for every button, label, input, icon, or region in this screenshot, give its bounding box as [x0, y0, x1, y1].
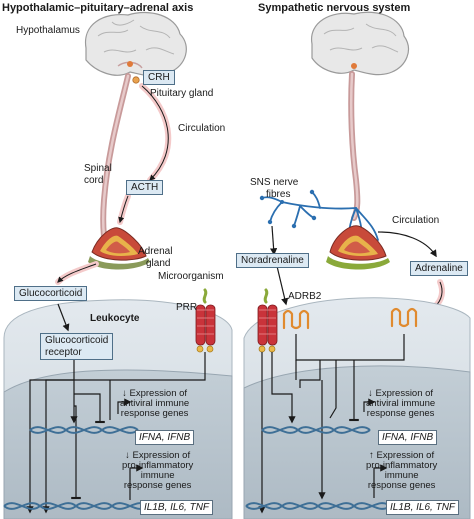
right-antiviral-expression: ↓ Expression of antiviral immune respons… — [366, 389, 435, 419]
right-adrb2-receptor-1 — [282, 309, 310, 330]
right-signal-arrows — [258, 261, 405, 514]
glucocorticoid-box: Glucocorticoid — [14, 286, 88, 301]
adrenal-gland-label-1: Adrenal — [138, 246, 173, 257]
adrenal-gland-label-2: gland — [146, 258, 171, 269]
right-inflammatory-expression: ↑ Expression of pro-inflammatory immune … — [366, 451, 437, 491]
right-dna-antiviral — [261, 426, 371, 434]
sns-fibres-label-1: SNS nerve — [250, 177, 299, 188]
right-adrenal-gland — [326, 225, 390, 270]
spinal-cord-label-1: Spinal — [84, 163, 112, 174]
right-antiviral-line-2: antiviral immune — [366, 397, 436, 409]
left-brain — [84, 11, 187, 77]
left-inflammatory-line-2: pro-inflammatory — [122, 459, 194, 471]
right-microorganism — [263, 288, 269, 304]
left-prr-receptor — [195, 304, 216, 353]
glucocorticoid-receptor-line-2: receptor — [45, 346, 82, 358]
right-inflammatory-line-1: ↑ Expression of — [369, 450, 435, 461]
left-cortisol-arrow — [55, 261, 99, 285]
left-adrenal-gland — [88, 227, 150, 270]
right-circulation-arrow — [377, 231, 437, 258]
right-nucleus — [243, 365, 471, 519]
microorganism-label: Microorganism — [158, 271, 224, 282]
left-inflammatory-line-3: immune — [140, 469, 175, 481]
adrb2-label: ADRB2 — [288, 291, 322, 302]
left-nucleus — [3, 369, 233, 519]
right-inflammatory-line-2: pro-inflammatory — [366, 459, 438, 471]
sns-fibres-label-2: fibres — [266, 189, 291, 200]
right-antiviral-line-1: ↓ Expression of — [368, 388, 434, 399]
left-pituitary-gland — [132, 76, 140, 84]
adrenaline-box: Adrenaline — [410, 261, 468, 276]
left-microorganism — [202, 288, 208, 304]
left-panel-title: Hypothalamic–pituitary–adrenal axis — [2, 2, 194, 14]
crh-box: CRH — [143, 70, 175, 85]
right-noradrenaline-arrow — [269, 225, 278, 256]
right-prr-receptor — [257, 304, 278, 353]
glucocorticoid-receptor-line-1: Glucocorticoid — [45, 335, 109, 346]
right-brain — [311, 11, 409, 76]
left-dna-antiviral — [29, 426, 139, 434]
left-signal-arrows — [26, 303, 206, 514]
acth-box: ACTH — [126, 180, 164, 195]
right-antiviral-genes-box: IFNA, IFNB — [378, 430, 438, 445]
right-inflammatory-line-3: immune — [384, 469, 419, 481]
left-inflammatory-genes-box: IL1B, IL6, TNF — [140, 500, 214, 515]
left-antiviral-line-2: antiviral immune — [120, 397, 190, 409]
left-dna-inflammatory — [3, 502, 149, 510]
right-nerve-terminals — [259, 189, 317, 229]
left-antiviral-genes-box: IFNA, IFNB — [135, 430, 195, 445]
right-inflammatory-genes-box: IL1B, IL6, TNF — [386, 500, 460, 515]
glucocorticoid-receptor-box: Glucocorticoid receptor — [40, 333, 114, 360]
leukocyte-label: Leukocyte — [90, 313, 140, 324]
left-antiviral-line-1: ↓ Expression of — [122, 388, 188, 399]
right-adrb2-receptor-2 — [390, 307, 418, 328]
right-panel-title: Sympathetic nervous system — [258, 2, 411, 14]
right-antiviral-line-3: response genes — [366, 407, 435, 419]
spinal-cord-label-2: cord — [84, 175, 104, 186]
hypothalamus-label: Hypothalamus — [16, 25, 80, 36]
right-inflammatory-line-4: response genes — [367, 479, 436, 491]
right-circulation-label: Circulation — [392, 215, 440, 226]
left-inflammatory-line-1: ↓ Expression of — [125, 450, 191, 461]
prr-label: PRR — [176, 302, 198, 313]
noradrenaline-box: Noradrenaline — [236, 253, 309, 268]
left-antiviral-line-3: response genes — [120, 407, 189, 419]
left-inflammatory-expression: ↓ Expression of pro-inflammatory immune … — [122, 451, 193, 491]
left-circulation-label: Circulation — [178, 123, 226, 134]
left-antiviral-expression: ↓ Expression of antiviral immune respons… — [120, 389, 189, 419]
pituitary-gland-label: Pituitary gland — [150, 88, 214, 99]
right-dna-inflammatory — [245, 502, 391, 510]
left-inflammatory-line-4: response genes — [123, 479, 192, 491]
